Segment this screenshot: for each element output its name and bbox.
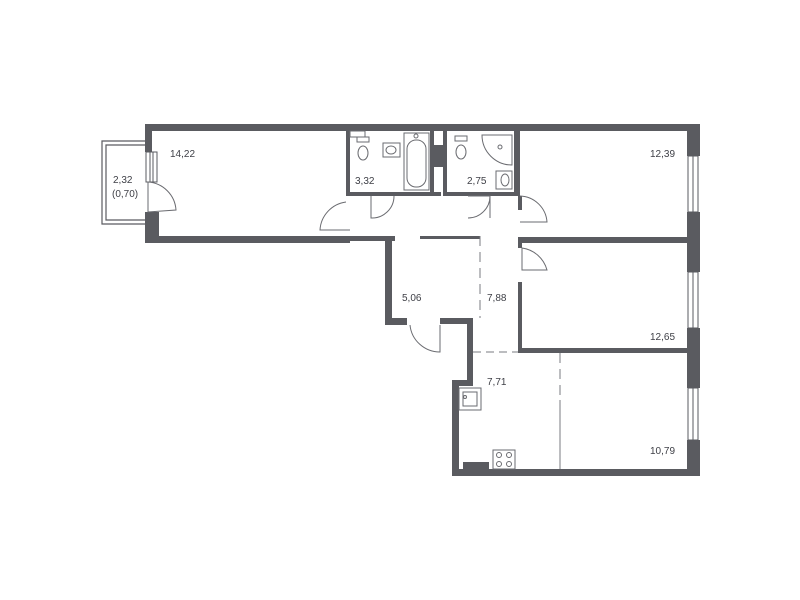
wall-top-middle (350, 124, 525, 131)
wall-bottom (452, 469, 700, 476)
door-bedroom-mid (521, 247, 548, 271)
wall-bedroom-divider-1 (545, 237, 700, 243)
wall-hall-right-top (518, 237, 548, 243)
wall-kitchen-left (452, 380, 459, 476)
sink-icon-bath (382, 142, 401, 158)
area-living-bottom-right: 10,79 (650, 446, 675, 457)
window-left (145, 151, 158, 183)
washer-icon (349, 130, 366, 138)
wall-storage-bottom (385, 318, 407, 325)
area-storage: 5,06 (402, 293, 422, 304)
wall-top-left (145, 124, 350, 131)
wall-right-3 (687, 328, 700, 388)
toilet-icon-wc (454, 135, 468, 160)
bathtub-icon (403, 132, 430, 191)
walls (145, 124, 700, 476)
area-bedroom-mid-right: 12,65 (650, 332, 675, 343)
area-balcony-coef: (0,70) (112, 189, 138, 200)
wall-kitchen-pillar (467, 318, 473, 386)
area-kitchen: 7,71 (487, 377, 507, 388)
balcony (101, 140, 145, 225)
kitchen-sink-icon (458, 387, 482, 411)
wall-shaft (433, 145, 445, 167)
wall-left-lower (145, 212, 159, 243)
door-wc (467, 195, 491, 219)
wall-top-right (520, 124, 700, 131)
wall-wc-left (443, 131, 447, 196)
door-left-room (319, 201, 350, 231)
wall-bath-wc-divider (430, 131, 434, 196)
wall-wc-right (514, 131, 520, 196)
countertop (463, 462, 489, 469)
stove-icon (492, 449, 516, 470)
doors (147, 181, 548, 353)
wall-right-4 (687, 440, 700, 476)
wall-left-room-bottom (145, 236, 350, 243)
sink-icon-wc (495, 170, 513, 190)
area-bedroom-top-right: 12,39 (650, 149, 675, 160)
fixtures (349, 130, 516, 470)
wall-left-upper (145, 124, 152, 152)
door-storage (409, 324, 441, 353)
wall-kitchen-notch (452, 380, 472, 386)
shower-icon (481, 134, 513, 166)
wall-bath-bottom (346, 192, 441, 196)
area-labels: 2,32 (0,70) 14,22 3,32 2,75 12,39 5,06 7… (112, 149, 675, 457)
area-wc: 2,75 (467, 176, 487, 187)
area-bathroom: 3,32 (355, 176, 375, 187)
area-living-left: 14,22 (170, 149, 195, 160)
door-bedroom-top (519, 195, 548, 223)
wall-hall-right-lower (518, 243, 522, 248)
wall-wc-bottom (443, 192, 515, 196)
wall-kitchen-top (440, 318, 473, 324)
partition-lines (473, 236, 561, 469)
windows (145, 151, 699, 441)
door-bathroom (370, 195, 395, 219)
wall-corridor-bottom-right (420, 236, 480, 239)
wall-bedroom-divider-2 (518, 348, 700, 353)
door-balcony (147, 181, 177, 213)
wall-bath-left (346, 131, 350, 196)
toilet-icon-bath (356, 136, 370, 161)
wall-storage-left (385, 236, 392, 325)
wall-hall-right-mid (518, 282, 522, 352)
wall-hall-right-upper (518, 196, 522, 210)
wall-right-2 (687, 212, 700, 272)
wall-right-1 (687, 124, 700, 156)
area-hallway: 7,88 (487, 293, 507, 304)
wall-corridor-bottom-left (350, 236, 395, 241)
area-balcony: 2,32 (113, 175, 133, 186)
